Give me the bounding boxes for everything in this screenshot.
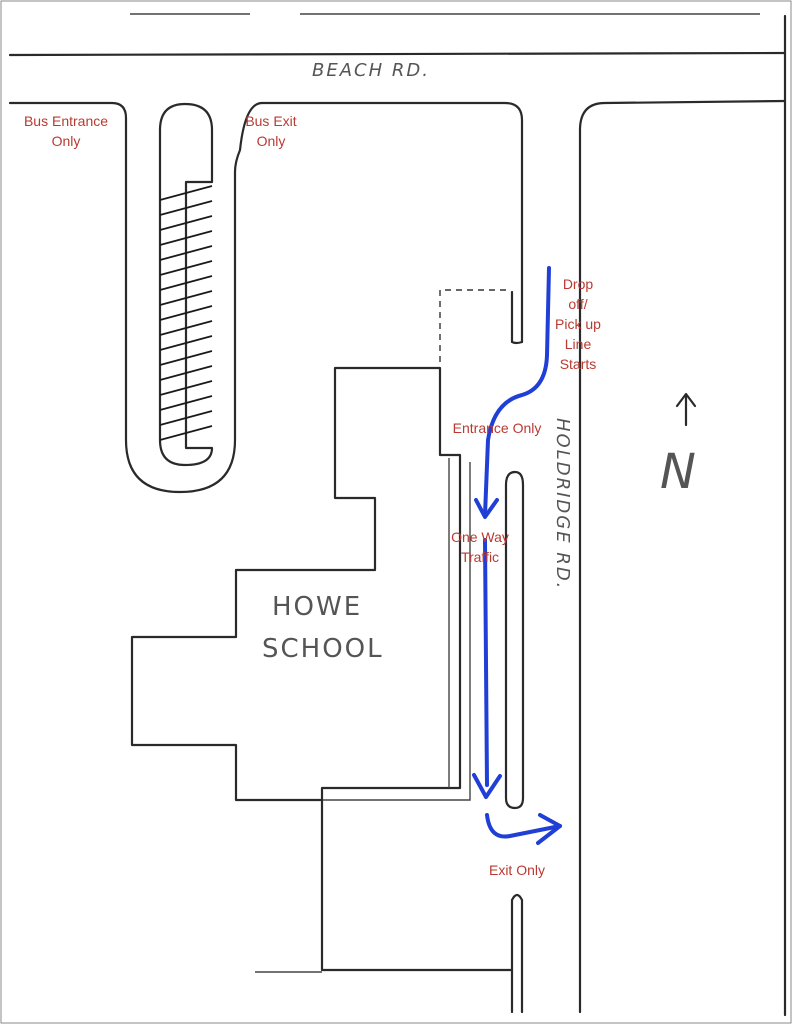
- school-name-line2: SCHOOL: [262, 634, 384, 664]
- dashed-area-outline: [439, 289, 508, 362]
- holdridge-road-label: HOLDRIDGE RD.: [552, 418, 573, 590]
- bus-loop-island: [158, 102, 214, 467]
- school-name-line1: HOWE: [272, 592, 362, 622]
- driveway-curb-north: [510, 290, 524, 345]
- beach-road-north-edge: [8, 51, 787, 57]
- school-building-outline: [130, 366, 462, 802]
- oneway-label-2: Traffic: [461, 549, 499, 565]
- bus-entrance-label: Bus Entrance: [24, 113, 108, 129]
- bus-exit-label: Bus Exit: [245, 113, 296, 129]
- holdridge-road-west-edge: [578, 99, 787, 1014]
- dropoff-label-5: Starts: [560, 356, 597, 372]
- lower-building-outline: [320, 798, 514, 972]
- beach-road-label: BEACH RD.: [312, 60, 430, 81]
- dropoff-label-3: Pick up: [555, 316, 601, 332]
- oneway-label-1: One Way: [451, 529, 509, 545]
- beach-road-south-edge-with-bus-loop: [8, 101, 524, 494]
- dropoff-label-1: Drop: [563, 276, 594, 292]
- drive-lane-west-edge: [322, 462, 471, 801]
- north-letter: N: [660, 444, 698, 500]
- driveway-curb-south: [510, 893, 524, 1014]
- north-arrow: [675, 392, 697, 427]
- dropoff-label-2: off/: [568, 296, 587, 312]
- dropoff-label-4: Line: [565, 336, 592, 352]
- bus-exit-label-2: Only: [257, 133, 286, 149]
- drive-lane-median: [504, 470, 525, 810]
- bus-parking-hatching: [159, 185, 213, 441]
- exit-label: Exit Only: [489, 862, 545, 878]
- bus-entrance-label-2: Only: [52, 133, 81, 149]
- entrance-label: Entrance Only: [453, 420, 542, 436]
- dropoff-route: [472, 266, 562, 845]
